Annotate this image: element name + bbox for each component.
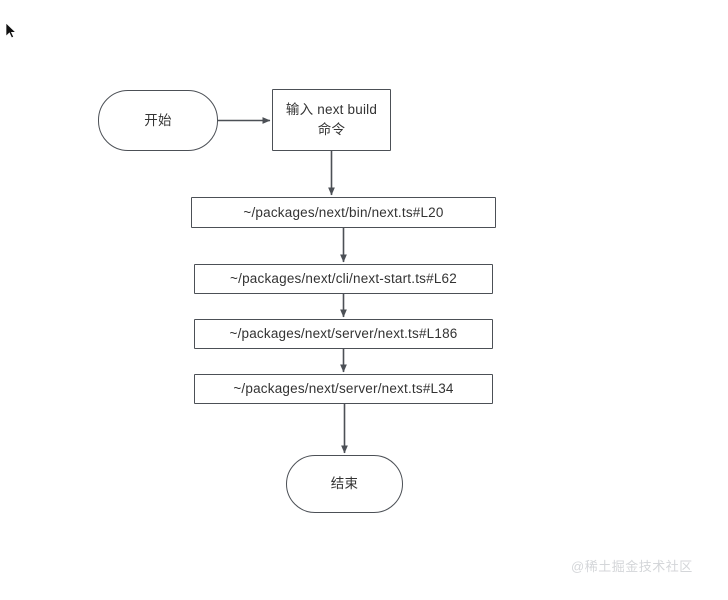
- flow-node-end[interactable]: 结束: [286, 455, 403, 513]
- flow-node-path-server-next-34-label: ~/packages/next/server/next.ts#L34: [233, 381, 454, 396]
- flow-node-input-command-label: 输入 next build 命令: [285, 102, 378, 137]
- flow-node-path-next-bin[interactable]: ~/packages/next/bin/next.ts#L20: [191, 197, 496, 228]
- mouse-pointer-icon: [5, 22, 17, 39]
- flow-node-path-server-next-186[interactable]: ~/packages/next/server/next.ts#L186: [194, 319, 493, 349]
- watermark: @稀土掘金技术社区: [571, 559, 693, 574]
- flow-node-start[interactable]: 开始: [98, 90, 218, 151]
- flow-node-path-next-start-cli-label: ~/packages/next/cli/next-start.ts#L62: [230, 271, 457, 286]
- flow-node-path-server-next-186-label: ~/packages/next/server/next.ts#L186: [229, 326, 458, 341]
- flow-node-start-label: 开始: [144, 112, 172, 128]
- flow-node-path-next-start-cli[interactable]: ~/packages/next/cli/next-start.ts#L62: [194, 264, 493, 294]
- flow-node-end-label: 结束: [330, 476, 359, 491]
- flow-node-path-server-next-34[interactable]: ~/packages/next/server/next.ts#L34: [194, 374, 493, 404]
- flow-node-input-command[interactable]: 输入 next build 命令: [272, 89, 391, 151]
- flow-node-path-next-bin-label: ~/packages/next/bin/next.ts#L20: [243, 204, 444, 220]
